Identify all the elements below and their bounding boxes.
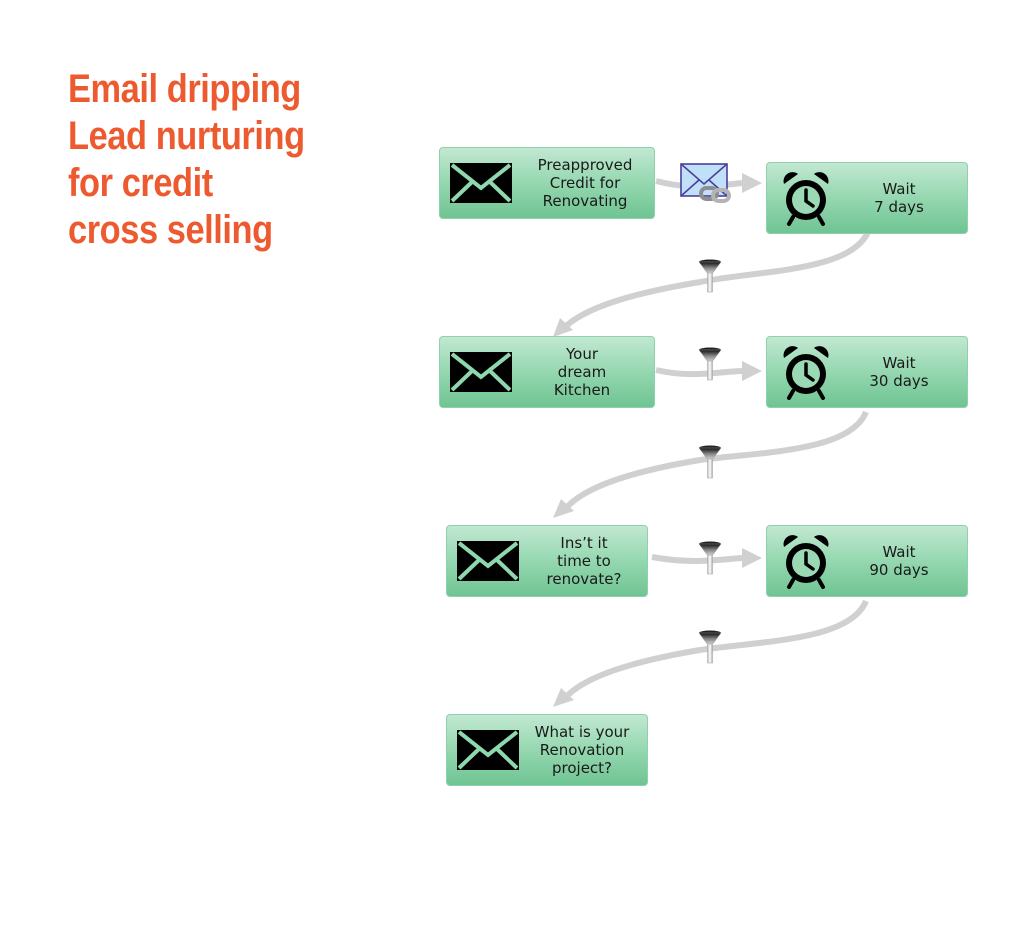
title-line: Lead nurturing	[68, 114, 305, 158]
label-line: 30 days	[869, 372, 929, 390]
label-line: dream	[557, 363, 607, 381]
label-line: Preapproved	[537, 156, 633, 174]
node-label: Wait 7 days	[847, 180, 951, 216]
title-line: for credit	[68, 161, 213, 205]
email-node[interactable]: Your dream Kitchen	[439, 336, 655, 408]
label-line: 90 days	[869, 561, 929, 579]
node-label: Your dream Kitchen	[522, 345, 642, 399]
node-label: Ins’t it time to renovate?	[529, 534, 639, 588]
envelope-icon	[457, 730, 519, 770]
label-line: Ins’t it	[560, 534, 608, 552]
alarm-clock-icon	[783, 535, 829, 589]
connector-wait2-email3	[553, 410, 869, 518]
label-line: time to	[557, 552, 611, 570]
label-line: Kitchen	[553, 381, 611, 399]
title-line: cross selling	[68, 208, 273, 252]
label-line: project?	[551, 759, 613, 777]
connector-wait3-email4	[553, 599, 869, 707]
label-line: Credit for	[549, 174, 621, 192]
wait-node[interactable]: Wait 90 days	[766, 525, 968, 597]
alarm-clock-icon	[783, 346, 829, 400]
connector-email2-wait2	[655, 347, 762, 381]
node-label: Wait 30 days	[847, 354, 951, 390]
wait-node[interactable]: Wait 30 days	[766, 336, 968, 408]
node-label: Preapproved Credit for Renovating	[522, 156, 648, 210]
envelope-icon	[457, 541, 519, 581]
connector-email3-wait3	[651, 541, 762, 575]
title-line: Email dripping	[68, 67, 301, 111]
label-line: Wait	[882, 354, 916, 372]
label-line: What is your	[534, 723, 630, 741]
email-node[interactable]: Preapproved Credit for Renovating	[439, 147, 655, 219]
alarm-clock-icon	[783, 172, 829, 226]
label-line: Your	[565, 345, 599, 363]
node-label: Wait 90 days	[847, 543, 951, 579]
email-node[interactable]: Ins’t it time to renovate?	[446, 525, 648, 597]
label-line: Renovating	[542, 192, 628, 210]
connector-email1-wait1	[655, 163, 762, 203]
envelope-icon	[450, 352, 512, 392]
funnel-icon[interactable]	[698, 259, 722, 293]
connector-wait1-email2	[553, 230, 871, 337]
wait-node[interactable]: Wait 7 days	[766, 162, 968, 234]
diagram-title: Email dripping Lead nurturing for credit…	[68, 66, 305, 254]
label-line: Renovation	[539, 741, 625, 759]
email-node[interactable]: What is your Renovation project?	[446, 714, 648, 786]
node-label: What is your Renovation project?	[523, 723, 641, 777]
envelope-icon	[450, 163, 512, 203]
label-line: renovate?	[546, 570, 622, 588]
label-line: 7 days	[874, 198, 924, 216]
linked-email-icon[interactable]	[680, 163, 731, 203]
label-line: Wait	[882, 180, 916, 198]
label-line: Wait	[882, 543, 916, 561]
